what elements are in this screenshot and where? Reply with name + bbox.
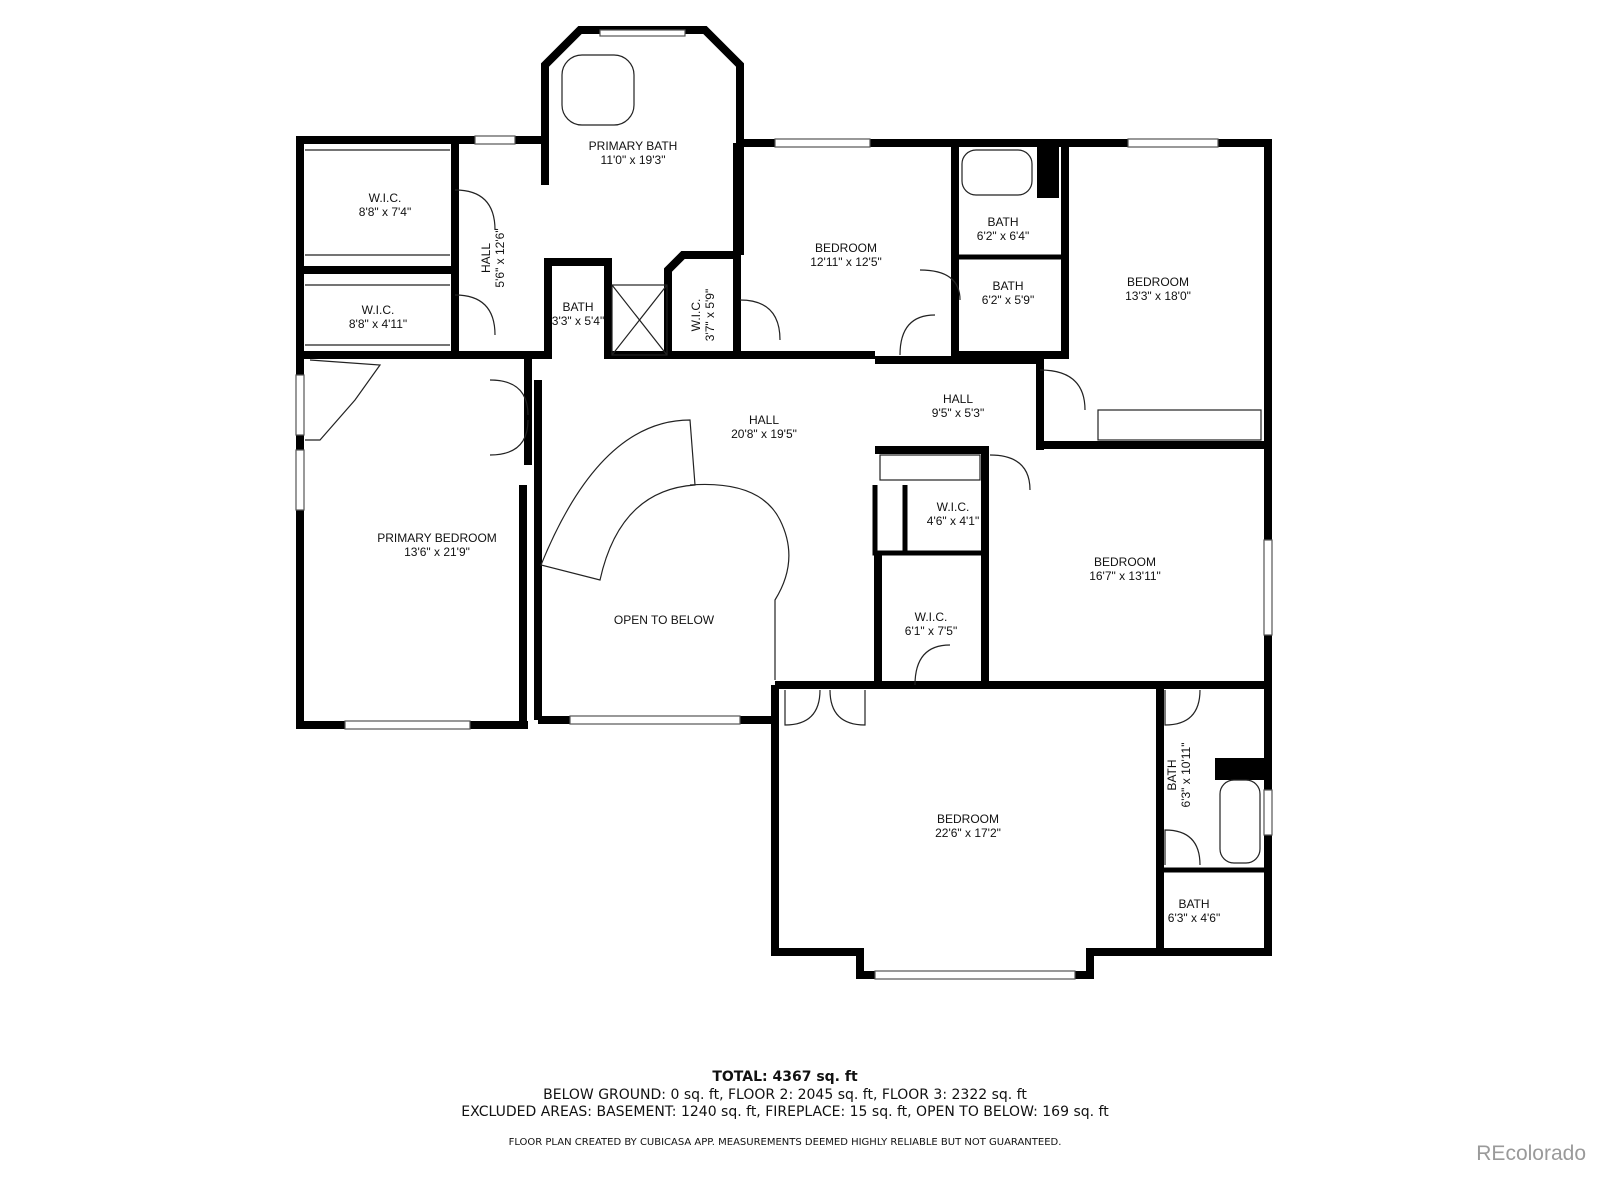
room-bath-5-dims: 6'3" x 4'6" (1168, 911, 1220, 925)
room-wic-4-dims: 4'6" x 4'1" (927, 514, 979, 528)
room-hall-3-dims: 9'5" x 5'3" (932, 406, 984, 420)
room-bath-small-dims: 3'3" x 5'4" (552, 314, 604, 328)
room-bath-3-name: BATH (992, 279, 1023, 293)
room-bedroom-4-dims: 22'6" x 17'2" (935, 826, 1001, 840)
room-bath-2-name: BATH (987, 215, 1018, 229)
room-hall-3-name: HALL (943, 392, 973, 406)
room-wic-2-dims: 8'8" x 4'11" (349, 317, 407, 331)
room-bath-small-name: BATH (562, 300, 593, 314)
room-bedroom-2-dims: 13'3" x 18'0" (1125, 289, 1191, 303)
room-bedroom-2-name: BEDROOM (1127, 275, 1189, 289)
room-bath-4-dims: 6'3" x 10'11" (1179, 743, 1193, 808)
room-wic-5-name: W.I.C. (915, 610, 948, 624)
room-bedroom-1-dims: 12'11" x 12'5" (810, 255, 882, 269)
room-wic-4-name: W.I.C. (937, 500, 970, 514)
room-wic-1-name: W.I.C. (369, 191, 402, 205)
room-wic-3-dims: 3'7" x 5'9" (703, 289, 717, 341)
room-primary-bath-dims: 11'0" x 19'3" (601, 153, 666, 167)
room-primary-bedroom-dims: 13'6" x 21'9" (404, 545, 470, 559)
room-hall-1-name: HALL (479, 243, 493, 273)
total-area: TOTAL: 4367 sq. ft (712, 1069, 858, 1085)
room-bedroom-3-dims: 16'7" x 13'11" (1089, 569, 1161, 583)
room-wic-5-dims: 6'1" x 7'5" (905, 624, 957, 638)
room-hall-2-dims: 20'8" x 19'5" (731, 427, 797, 441)
room-wic-1-dims: 8'8" x 7'4" (359, 205, 411, 219)
room-bath-5-name: BATH (1178, 897, 1209, 911)
floor-areas: BELOW GROUND: 0 sq. ft, FLOOR 2: 2045 sq… (543, 1087, 1027, 1103)
room-labels: PRIMARY BATH 11'0" x 19'3" W.I.C. 8'8" x… (349, 139, 1220, 925)
windows (295, 29, 1273, 980)
room-bedroom-4-name: BEDROOM (937, 812, 999, 826)
excluded-areas: EXCLUDED AREAS: BASEMENT: 1240 sq. ft, F… (461, 1104, 1109, 1120)
room-bath-3-dims: 6'2" x 5'9" (982, 293, 1034, 307)
room-open-to-below-name: OPEN TO BELOW (614, 613, 715, 627)
room-bedroom-1-name: BEDROOM (815, 241, 877, 255)
room-bath-4-name: BATH (1165, 759, 1179, 790)
room-bath-2-dims: 6'2" x 6'4" (977, 229, 1029, 243)
room-wic-2-name: W.I.C. (362, 303, 395, 317)
room-hall-1-dims: 5'6" x 12'6" (493, 228, 507, 287)
room-bedroom-3-name: BEDROOM (1094, 555, 1156, 569)
room-primary-bedroom-name: PRIMARY BEDROOM (377, 531, 497, 545)
disclaimer: FLOOR PLAN CREATED BY CUBICASA APP. MEAS… (508, 1137, 1062, 1148)
recolorado-logo: REcolorado (1476, 1142, 1586, 1165)
fixtures (305, 54, 1262, 866)
room-wic-3-name: W.I.C. (689, 299, 703, 332)
room-primary-bath-name: PRIMARY BATH (589, 139, 678, 153)
room-hall-2-name: HALL (749, 413, 779, 427)
walls (296, 26, 1272, 979)
